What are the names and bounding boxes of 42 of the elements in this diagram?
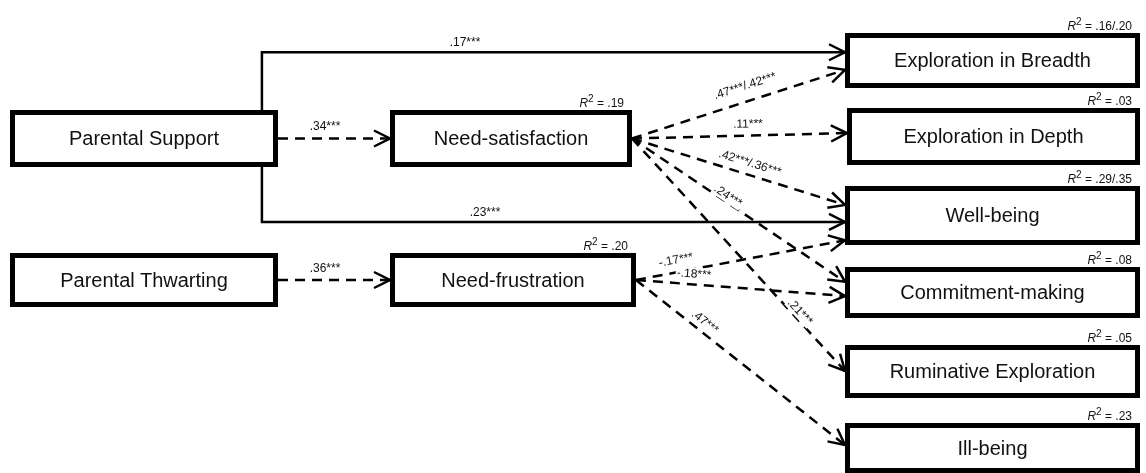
edge-label: .36***: [308, 261, 342, 275]
edge-label: .17***: [448, 35, 482, 49]
variable-box: [10, 253, 278, 307]
r-squared-value: R$^{2}$ = .19: [579, 93, 624, 110]
variable-name: Exploration in Breadth: [894, 49, 1091, 72]
variable-box: [847, 108, 1140, 165]
variable-box: [845, 186, 1140, 245]
arrow: [278, 270, 392, 290]
variable-name: Ill-being: [957, 436, 1028, 460]
variable-box: [845, 423, 1140, 473]
r-squared-value: R$^{2}$ = .23: [1087, 406, 1132, 423]
variable-name: Exploration in Depth: [903, 125, 1084, 148]
variable-name: Parental Thwarting: [60, 268, 228, 292]
arrow: [260, 43, 847, 110]
variable-box: [390, 253, 636, 307]
variable-name: Need-frustration: [441, 268, 585, 292]
arrow: [635, 234, 847, 282]
edge-label: .11***: [731, 117, 765, 131]
variable-box: [390, 110, 632, 167]
edge-label: .23***: [468, 205, 502, 219]
variable-name: Well-being: [945, 204, 1040, 227]
arrow: [631, 65, 847, 140]
arrow: [278, 129, 392, 148]
variable-name: Commitment-making: [900, 281, 1085, 304]
variable-box: [845, 345, 1140, 398]
arrow: [635, 278, 847, 305]
r-squared-value: R$^{2}$ = .20: [583, 236, 628, 253]
r-squared-value: R$^{2}$ = .08: [1087, 250, 1132, 267]
r-squared-value: R$^{2}$ = .16/.20: [1067, 16, 1132, 33]
variable-box: [845, 33, 1140, 88]
r-squared-value: R$^{2}$ = .05: [1087, 328, 1132, 345]
variable-name: Ruminative Exploration: [889, 360, 1096, 383]
arrow: [631, 137, 847, 373]
r-squared-value: R$^{2}$ = .03: [1087, 91, 1132, 108]
arrow: [260, 167, 847, 232]
arrow: [635, 279, 847, 447]
variable-box: [845, 267, 1140, 318]
edge-label: .34***: [308, 119, 342, 133]
variable-name: Parental Support: [68, 127, 220, 150]
r-squared-value: R$^{2}$ = .29/.35: [1067, 169, 1132, 186]
variable-box: [10, 110, 278, 167]
variable-name: Need-satisfaction: [433, 127, 589, 150]
